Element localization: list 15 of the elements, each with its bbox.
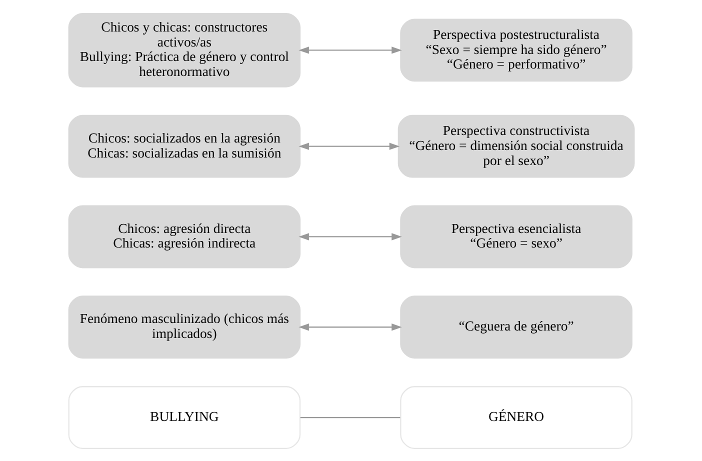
node-box: GÉNERO	[400, 386, 632, 448]
node-box: Fenómeno masculinizado (chicos más implicados)	[68, 295, 300, 358]
arrow	[298, 142, 400, 150]
node-box: Chicos: socializados en la agresión Chicas: socializadas en la sumisión	[68, 114, 300, 178]
node-box: Chicos: agresión directa Chicas: agresión indirecta	[68, 204, 300, 268]
connector	[300, 416, 400, 418]
arrow	[298, 46, 402, 54]
node-box: BULLYING	[68, 386, 300, 448]
node-box: Perspectiva esencialista “Género = sexo”	[400, 204, 632, 268]
node-box: Chicos y chicas: constructores activos/as Bullying: Práctica de género y control heteronormativo	[68, 12, 300, 87]
node-box: “Ceguera de género”	[400, 295, 632, 358]
node-box: Perspectiva constructivista “Género = dimensión social construida por el sexo”	[397, 114, 634, 178]
node-box: Perspectiva postestructuralista “Sexo = siempre ha sido género” “Género = performativo”	[400, 18, 632, 82]
arrow	[298, 232, 402, 240]
arrow	[298, 323, 402, 330]
